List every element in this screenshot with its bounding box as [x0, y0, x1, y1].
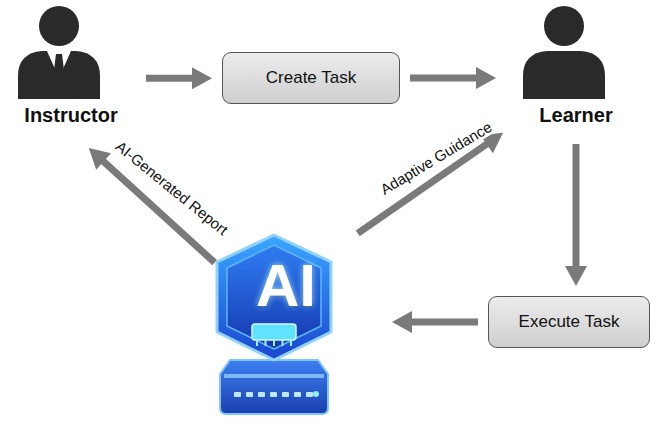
node-label: Create Task — [266, 68, 356, 88]
node-label: AI — [210, 256, 362, 316]
flow-arrow — [565, 144, 587, 286]
instructor-node: Instructor — [4, 4, 138, 144]
flow-arrow — [146, 67, 212, 89]
person-icon — [4, 4, 114, 100]
person-icon — [508, 4, 620, 100]
node-label: Instructor — [4, 104, 138, 127]
process-box: Execute Task — [488, 296, 650, 348]
node-label: Execute Task — [519, 312, 620, 332]
learner-node: Learner — [508, 4, 644, 136]
edge-label: Adaptive Guidance — [375, 116, 498, 199]
flow-arrow — [410, 67, 496, 89]
process-box: Create Task — [222, 52, 400, 104]
flow-arrow — [392, 311, 478, 333]
node-label: Learner — [508, 104, 644, 127]
ai-engine-node: AI — [210, 232, 362, 417]
